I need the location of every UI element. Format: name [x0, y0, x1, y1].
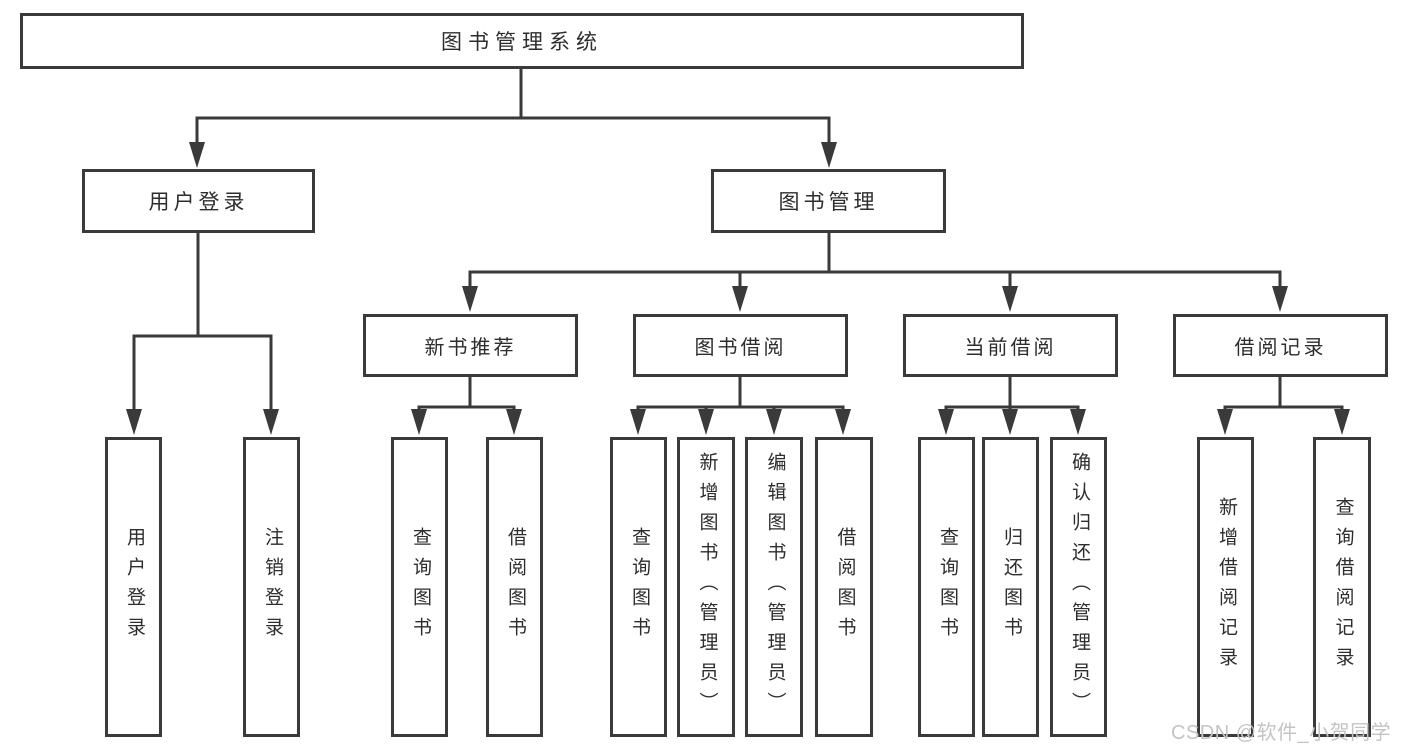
node-label: 借阅图书: [504, 527, 526, 647]
leaf-borrow-book-1: 借阅图书: [486, 437, 543, 737]
connector-line: [417, 375, 516, 414]
watermark: CSDN @软件_小贺同学: [1171, 722, 1392, 744]
node-new-book-recommend: 新书推荐: [363, 314, 578, 377]
node-label: 借阅记录: [1234, 337, 1327, 359]
arrowhead-icon: [1217, 409, 1233, 435]
node-user-login: 用户登录: [82, 169, 315, 233]
leaf-query-book-2: 查询图书: [610, 437, 667, 737]
leaf-borrow-book-2: 借阅图书: [815, 437, 873, 737]
node-label: 借阅图书: [834, 527, 856, 647]
arrowhead-icon: [732, 286, 748, 312]
leaf-query-borrow-record: 查询借阅记录: [1313, 437, 1371, 737]
connector-line: [636, 375, 845, 414]
leaf-confirm-return-admin: 确认归还（管理员）: [1050, 437, 1107, 737]
leaf-add-borrow-record: 新增借阅记录: [1197, 437, 1254, 737]
leaf-user-login: 用户登录: [105, 437, 162, 737]
node-label: 查询图书: [409, 527, 431, 647]
node-label: 图书管理: [778, 191, 879, 214]
node-label: 查询图书: [628, 527, 650, 647]
leaf-return-book: 归还图书: [982, 437, 1039, 737]
arrowhead-icon: [263, 409, 279, 435]
leaf-logout-login: 注销登录: [243, 437, 300, 737]
node-label: 新增借阅记录: [1215, 497, 1237, 677]
node-book-borrowing: 图书借阅: [633, 314, 848, 377]
node-label: 归还图书: [1000, 527, 1022, 647]
arrowhead-icon: [1070, 409, 1086, 435]
leaf-edit-book-admin: 编辑图书（管理员）: [745, 437, 803, 737]
arrowhead-icon: [698, 409, 714, 435]
node-label: 用户登录: [148, 191, 249, 214]
connector-line: [132, 231, 273, 412]
connector-line: [195, 67, 831, 146]
node-label: 编辑图书（管理员）: [764, 452, 786, 722]
node-label: 图书借阅: [694, 337, 787, 359]
node-label: 查询借阅记录: [1332, 497, 1354, 677]
node-label: 确认归还（管理员）: [1068, 452, 1090, 722]
node-library-system: 图书管理系统: [20, 13, 1024, 69]
node-label: 当前借阅: [964, 337, 1057, 359]
connector-line: [944, 375, 1080, 414]
node-label: 新书推荐: [424, 337, 517, 359]
node-label: 用户登录: [123, 527, 145, 647]
node-label: 注销登录: [261, 527, 283, 647]
node-borrowing-records: 借阅记录: [1173, 314, 1388, 377]
arrowhead-icon: [506, 409, 522, 435]
arrowhead-icon: [1272, 286, 1288, 312]
arrowhead-icon: [630, 409, 646, 435]
leaf-query-book-3: 查询图书: [918, 437, 975, 737]
arrowhead-icon: [1002, 286, 1018, 312]
arrowhead-icon: [1334, 409, 1350, 435]
arrowhead-icon: [189, 142, 205, 168]
node-book-management: 图书管理: [711, 169, 946, 233]
arrowhead-icon: [766, 409, 782, 435]
node-label: 新增图书（管理员）: [696, 452, 718, 722]
node-label: 查询图书: [936, 527, 958, 647]
arrowhead-icon: [411, 409, 427, 435]
arrowhead-icon: [938, 409, 954, 435]
arrowhead-icon: [821, 142, 837, 168]
arrowhead-icon: [126, 409, 142, 435]
arrowhead-icon: [835, 409, 851, 435]
node-current-borrowing: 当前借阅: [903, 314, 1118, 377]
arrowhead-icon: [462, 286, 478, 312]
connector-line: [1223, 375, 1344, 414]
leaf-query-book-1: 查询图书: [391, 437, 448, 737]
connector-line: [468, 231, 1282, 290]
leaf-add-book-admin: 新增图书（管理员）: [677, 437, 735, 737]
arrowhead-icon: [1002, 409, 1018, 435]
node-label: 图书管理系统: [441, 31, 603, 54]
